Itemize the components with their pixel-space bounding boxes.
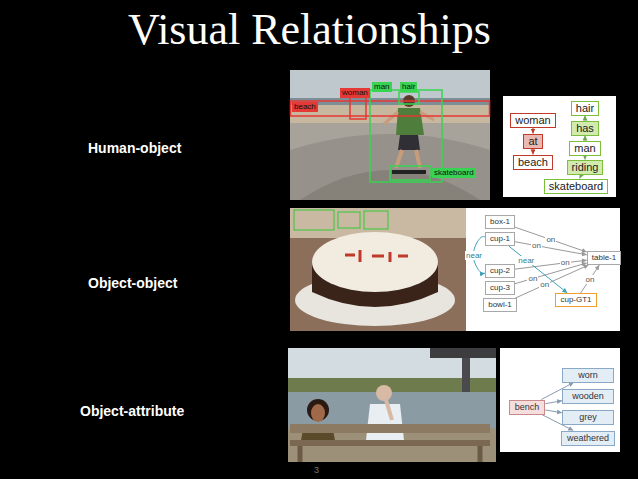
ground-truth-box: cup-GT1 [555,293,596,307]
relation-label: near [517,256,535,265]
node-text: cup-3 [490,283,510,293]
node-text: grey [568,412,608,423]
object-box: cup-2 [485,264,515,278]
photo-tag: skateboard [432,168,476,178]
detection-box [364,211,388,229]
slide-title: Visual Relationships [128,4,491,56]
woman-box [350,97,366,119]
detection-box [338,212,360,228]
woman-face [311,404,325,422]
object-box: box-1 [485,215,515,229]
relation-label: on [527,274,538,283]
relation-connector [581,265,600,293]
photo-bridge [430,348,496,358]
man-arm [386,400,392,420]
relation-connector [509,246,568,293]
row-label: Object-attribute [80,403,184,419]
bench-legs [300,446,480,462]
relation-label: on [560,258,571,267]
relation-label: on [531,241,542,250]
bench-seat [290,440,490,446]
node-text: at [528,135,537,148]
photo-sand [290,105,490,123]
photo-tag: beach [292,102,318,112]
node-text: wooden [568,391,608,402]
predicate-box: has [571,121,599,136]
object-box: table-1 [587,251,621,265]
man-head [376,385,392,401]
photo-tag: man [372,82,392,92]
object-box: cup-1 [485,232,515,246]
row-label: Human-object [88,140,181,156]
object-box: man [569,141,600,156]
node-text: bench [515,402,540,413]
node-text: box-1 [490,217,510,227]
skateboard-shape [392,170,426,174]
predicate-box: riding [567,160,604,175]
skater-shorts [398,135,420,150]
object-box: cup-3 [485,281,515,295]
photo-table [290,208,466,331]
object-box: skateboard [544,179,608,194]
relation-connector [545,401,562,404]
node-text: cup-GT1 [560,295,591,305]
cake-photo [290,208,466,331]
node-text: woman [515,114,550,127]
graph-panel [503,96,616,197]
skater-arms [384,112,434,124]
detection-box [294,210,334,230]
relation-label: on [545,235,556,244]
relation-connector [545,410,562,413]
node-text: cup-2 [490,266,510,276]
skateboard-box [390,166,430,180]
relation-label: on [585,275,596,284]
node-text: bowl-1 [488,300,512,310]
object-box: bench [509,400,546,415]
woman-hair [307,399,329,421]
node-text: riding [572,161,599,174]
object-box: bowl-1 [483,298,517,312]
node-text: cup-1 [490,234,510,244]
bench-backrest [290,424,490,433]
node-text: man [574,142,595,155]
relation-label: near [465,251,483,260]
object-box: hair [571,101,599,116]
hair-box [399,92,419,104]
photo-sky [290,70,490,98]
relation-connector [515,263,587,284]
cake-decoration [345,250,408,262]
attribute-box: worn [562,368,614,383]
graph-panel [500,348,620,452]
skatepark-photo [290,70,490,200]
photo-pillar [462,358,470,392]
slide-number: 3 [314,465,319,476]
object-box: beach [513,155,553,170]
attribute-box: grey [562,410,614,425]
node-text: beach [518,156,548,169]
node-text: skateboard [549,180,603,193]
skater-shirt [396,108,424,135]
graph-panel [290,208,620,331]
cake-top [312,232,438,292]
photo-tag: woman [340,88,370,98]
node-text: hair [576,102,594,115]
node-text: worn [568,370,608,381]
bench-photo [288,348,496,462]
attribute-box: wooden [562,389,614,404]
object-box: woman [510,113,555,128]
photo-bowl [290,134,490,200]
node-text: has [576,122,594,135]
node-text: weathered [567,433,609,444]
attribute-box: weathered [561,431,615,446]
relation-label: on [539,280,550,289]
photo-ground [290,70,490,200]
photo-ground [288,348,496,462]
row-label: Object-object [88,275,177,291]
man-shirt [366,404,404,440]
node-text: table-1 [592,253,616,263]
photo-tag: hair [400,82,417,92]
beach-box [291,101,490,116]
predicate-box: at [523,134,542,149]
